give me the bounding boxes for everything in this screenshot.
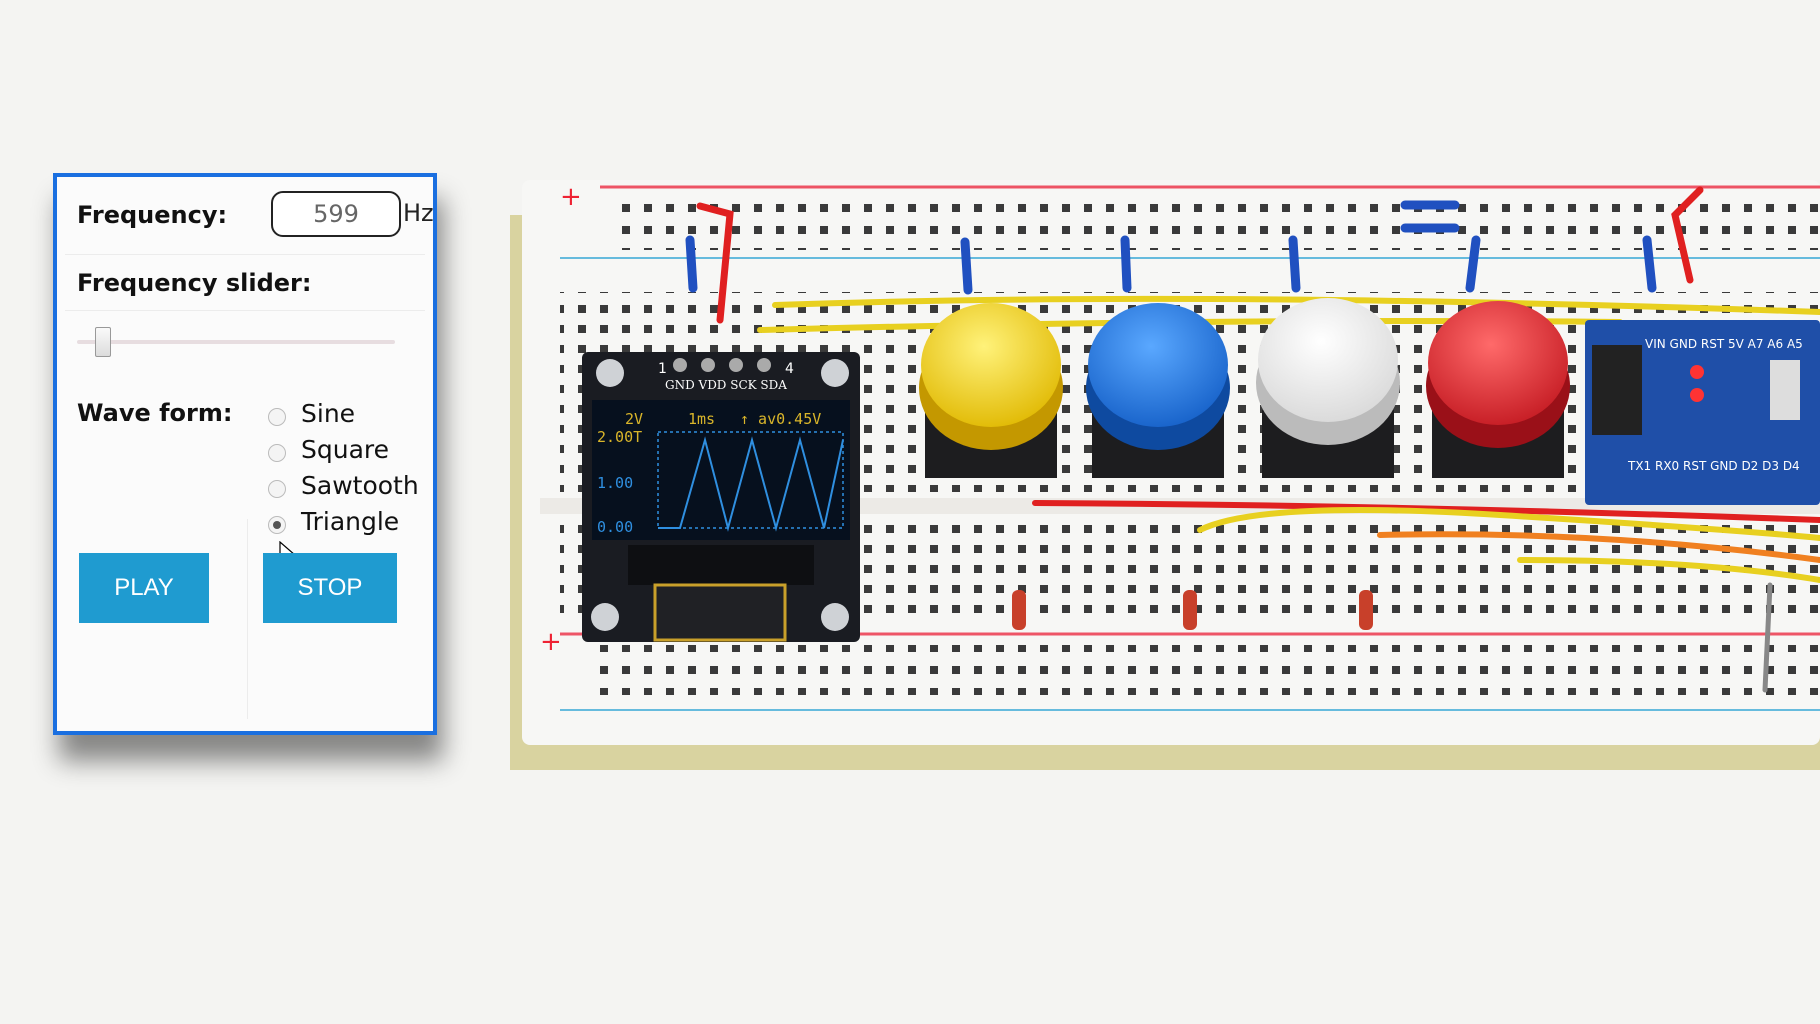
frequency-unit: Hz xyxy=(403,199,434,227)
frequency-slider-thumb[interactable] xyxy=(94,327,111,357)
oled-y-bot: 0.00 xyxy=(597,518,633,536)
radio-square[interactable] xyxy=(268,444,286,462)
play-button[interactable]: PLAY xyxy=(79,553,209,623)
waveform-label: Wave form: xyxy=(77,399,233,427)
stop-button[interactable]: STOP xyxy=(263,553,397,623)
oled-pins-label: GND VDD SCK SDA xyxy=(665,378,787,392)
radio-sawtooth[interactable] xyxy=(268,480,286,498)
arduino-bottom-labels: TX1 RX0 RST GND D2 D3 D4 xyxy=(1627,459,1800,473)
oled-triangle-trace xyxy=(658,436,844,532)
radio-sine[interactable] xyxy=(268,408,286,426)
frequency-slider-track[interactable] xyxy=(77,340,395,344)
option-triangle[interactable]: Triangle xyxy=(301,507,400,536)
oled-y-top: 2.00T xyxy=(597,428,642,446)
diodes xyxy=(1012,590,1373,630)
slider-row xyxy=(65,311,425,383)
option-sine[interactable]: Sine xyxy=(301,399,356,428)
oled-volt-div: 2V xyxy=(625,410,643,428)
generator-panel: Frequency: 599 Hz Frequency slider: Wave… xyxy=(53,173,437,735)
oled-time-div: 1ms xyxy=(688,410,715,428)
oled-pin-right: 4 xyxy=(785,361,794,377)
oled-pin-left: 1 xyxy=(658,361,667,377)
option-square[interactable]: Square xyxy=(301,435,390,464)
column-divider xyxy=(247,519,248,719)
arduino-nano: VIN GND RST 5V A7 A6 A5 TX1 RX0 RST GND … xyxy=(1585,320,1820,505)
oled-display: 1 4 GND VDD SCK SDA 2V 1ms ↑ av0.45V 2.0… xyxy=(582,352,860,642)
push-buttons xyxy=(919,298,1570,478)
frequency-row: Frequency: 599 Hz xyxy=(65,177,434,255)
slider-label: Frequency slider: xyxy=(77,269,312,297)
svg-text:+: + xyxy=(540,627,562,657)
oled-y-mid: 1.00 xyxy=(597,474,633,492)
arduino-top-labels: VIN GND RST 5V A7 A6 A5 xyxy=(1645,337,1803,351)
oled-trigger: ↑ av0.45V xyxy=(740,410,821,428)
option-sawtooth[interactable]: Sawtooth xyxy=(301,471,419,500)
svg-text:+: + xyxy=(560,182,582,212)
frequency-input[interactable]: 599 xyxy=(271,191,401,237)
blue-jumpers xyxy=(685,200,1657,295)
radio-triangle[interactable] xyxy=(268,516,286,534)
slider-label-row: Frequency slider: xyxy=(65,255,425,311)
frequency-label: Frequency: xyxy=(77,201,228,229)
